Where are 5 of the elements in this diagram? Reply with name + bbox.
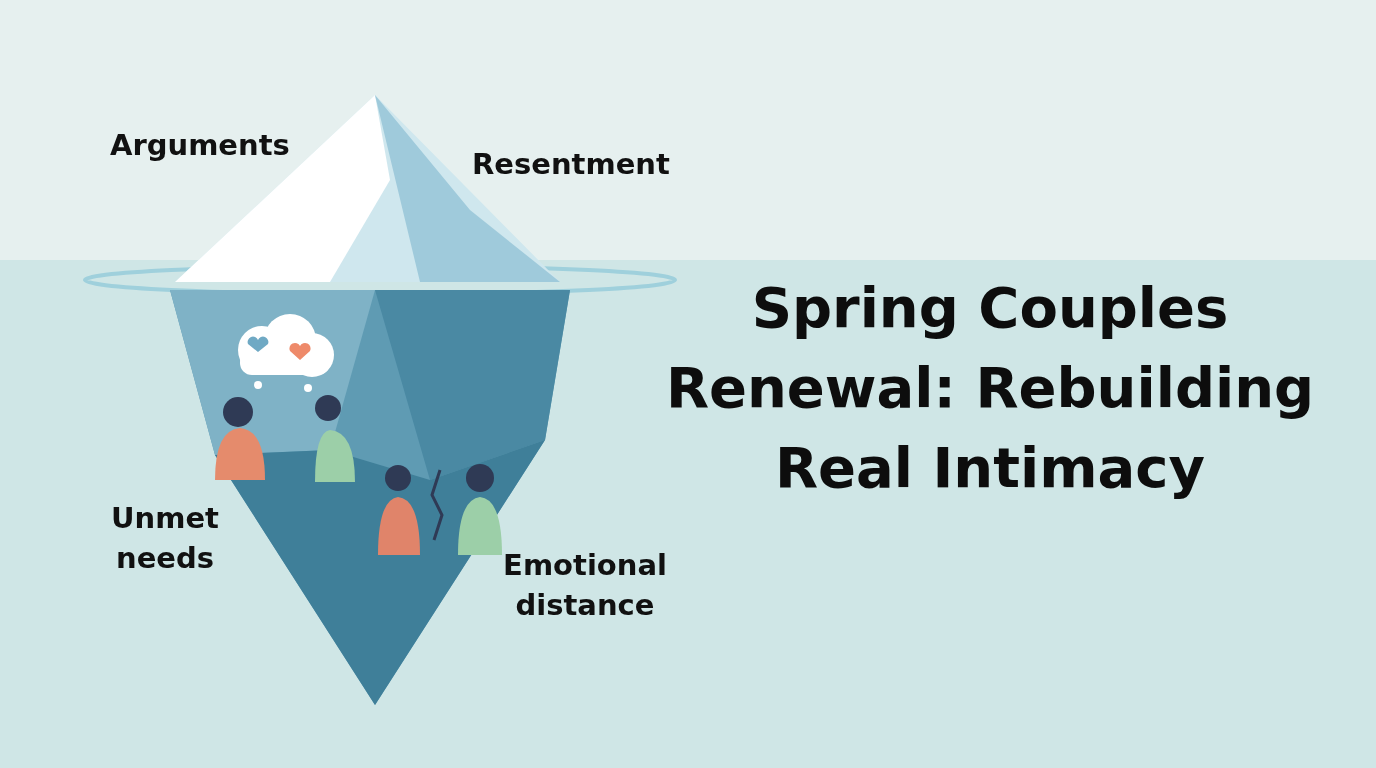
underwater-label: Emotional distance (502, 547, 668, 624)
tip-label: Arguments (110, 127, 290, 164)
tip-label: Resentment (472, 146, 670, 183)
title: Spring Couples Renewal: Rebuilding Real Intimacy (664, 274, 1316, 502)
underwater-label: Unmet needs (110, 500, 220, 577)
